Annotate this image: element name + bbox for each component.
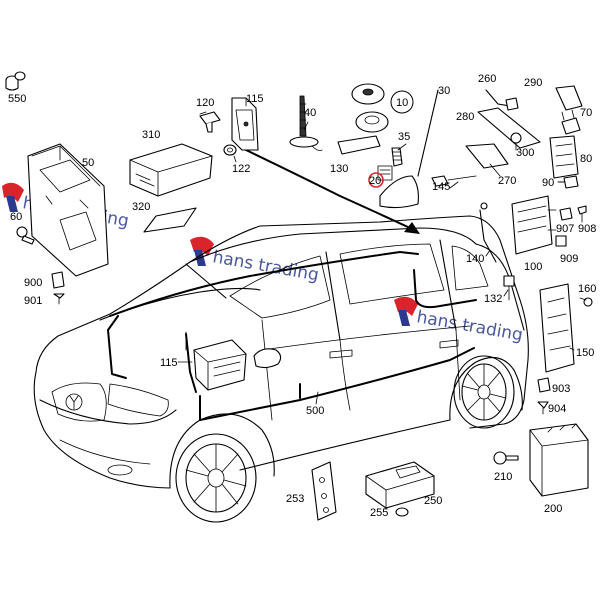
- callout-255: 255: [370, 507, 388, 519]
- part-320-pad: [143, 207, 197, 233]
- part-40-antenna: [289, 95, 323, 151]
- callout-250: 250: [424, 495, 442, 507]
- callout-270: 270: [498, 175, 516, 187]
- callout-253: 253: [286, 493, 304, 505]
- wiring-harness: [107, 149, 477, 421]
- part-120-clip: [199, 111, 221, 133]
- part-908: [577, 205, 587, 223]
- part-160-screw: [583, 297, 593, 307]
- part-290-relay: [555, 85, 583, 121]
- part-250-module: [365, 461, 435, 509]
- part-30-whip-antenna: [417, 89, 439, 177]
- callout-260: 260: [478, 73, 496, 85]
- callout-310: 310: [142, 129, 160, 141]
- part-280-bracket: [477, 107, 541, 149]
- callout-904: 904: [548, 403, 566, 415]
- callout-145: 145: [432, 181, 450, 193]
- callout-10-ring: [390, 90, 414, 114]
- callout-120: 120: [196, 97, 214, 109]
- part-200-control-box: [529, 423, 589, 497]
- part-260-cable: [485, 89, 519, 111]
- part-145-connector: [431, 175, 477, 187]
- part-100-radio: [511, 195, 557, 255]
- callout-210: 210: [494, 471, 512, 483]
- part-35-seal: [391, 147, 403, 167]
- part-310-unit: [129, 143, 213, 197]
- callout-30: 30: [438, 85, 450, 97]
- callout-300: 300: [516, 147, 534, 159]
- callout-20: 20: [369, 175, 381, 187]
- callout-115-bottom: 115: [160, 357, 178, 369]
- part-253-bracket: [311, 461, 337, 521]
- callout-10: 10: [396, 97, 408, 109]
- part-550: [5, 71, 26, 91]
- callout-35: 35: [398, 131, 410, 143]
- callout-40: 40: [304, 107, 316, 119]
- callout-550: 550: [8, 93, 26, 105]
- callout-140: 140: [466, 253, 484, 265]
- callout-900: 900: [24, 277, 42, 289]
- part-300-switch: [510, 132, 522, 151]
- callout-500: 500: [306, 405, 324, 417]
- part-140-cable: [479, 202, 497, 263]
- callout-122: 122: [232, 163, 250, 175]
- callout-100: 100: [524, 261, 542, 273]
- part-150-module: [539, 283, 575, 373]
- part-70-module: [561, 117, 581, 135]
- part-909: [555, 235, 567, 247]
- callout-320: 320: [132, 201, 150, 213]
- callout-80: 80: [580, 153, 592, 165]
- part-130-cover: [337, 135, 381, 155]
- part-115-module: [185, 331, 247, 391]
- part-255-nut: [395, 507, 409, 517]
- part-900-fuse: [51, 271, 65, 289]
- part-10-speaker: [351, 83, 389, 133]
- vehicle-outline: [33, 215, 529, 523]
- leader-lines: [177, 97, 587, 405]
- callout-132: 132: [484, 293, 502, 305]
- callout-70: 70: [580, 107, 592, 119]
- callout-907: 907: [556, 223, 574, 235]
- callout-280: 280: [456, 111, 474, 123]
- part-901-screw: [53, 293, 65, 305]
- callout-901: 901: [24, 295, 42, 307]
- part-270-bracket: [465, 143, 509, 169]
- part-132-plug: [503, 275, 515, 301]
- callout-115-top: 115: [246, 93, 264, 105]
- part-904: [537, 401, 549, 415]
- part-20-roof-antenna: [368, 165, 419, 209]
- callout-290: 290: [524, 77, 542, 89]
- callout-90: 90: [542, 177, 554, 189]
- callout-903: 903: [552, 383, 570, 395]
- part-80-module: [549, 135, 579, 179]
- part-115-bracket: [231, 97, 259, 151]
- callout-908: 908: [578, 223, 596, 235]
- part-122-grommet: [223, 144, 237, 156]
- watermark-3: hans trading: [394, 296, 524, 346]
- part-50-control-unit: [27, 143, 109, 277]
- callout-150: 150: [576, 347, 594, 359]
- part-907: [559, 207, 573, 221]
- callout-labels: 550 50 60 900 901 310 320 120 115 122 40…: [8, 73, 596, 519]
- callout-60: 60: [10, 211, 22, 223]
- part-60-bolt: [16, 226, 35, 245]
- callout-160: 160: [578, 283, 596, 295]
- callout-909: 909: [560, 253, 578, 265]
- callout-130: 130: [330, 163, 348, 175]
- part-210-bolt: [493, 451, 519, 465]
- watermark-2: hans trading: [190, 236, 320, 286]
- callout-50: 50: [82, 157, 94, 169]
- part-903: [537, 377, 551, 393]
- callout-200: 200: [544, 503, 562, 515]
